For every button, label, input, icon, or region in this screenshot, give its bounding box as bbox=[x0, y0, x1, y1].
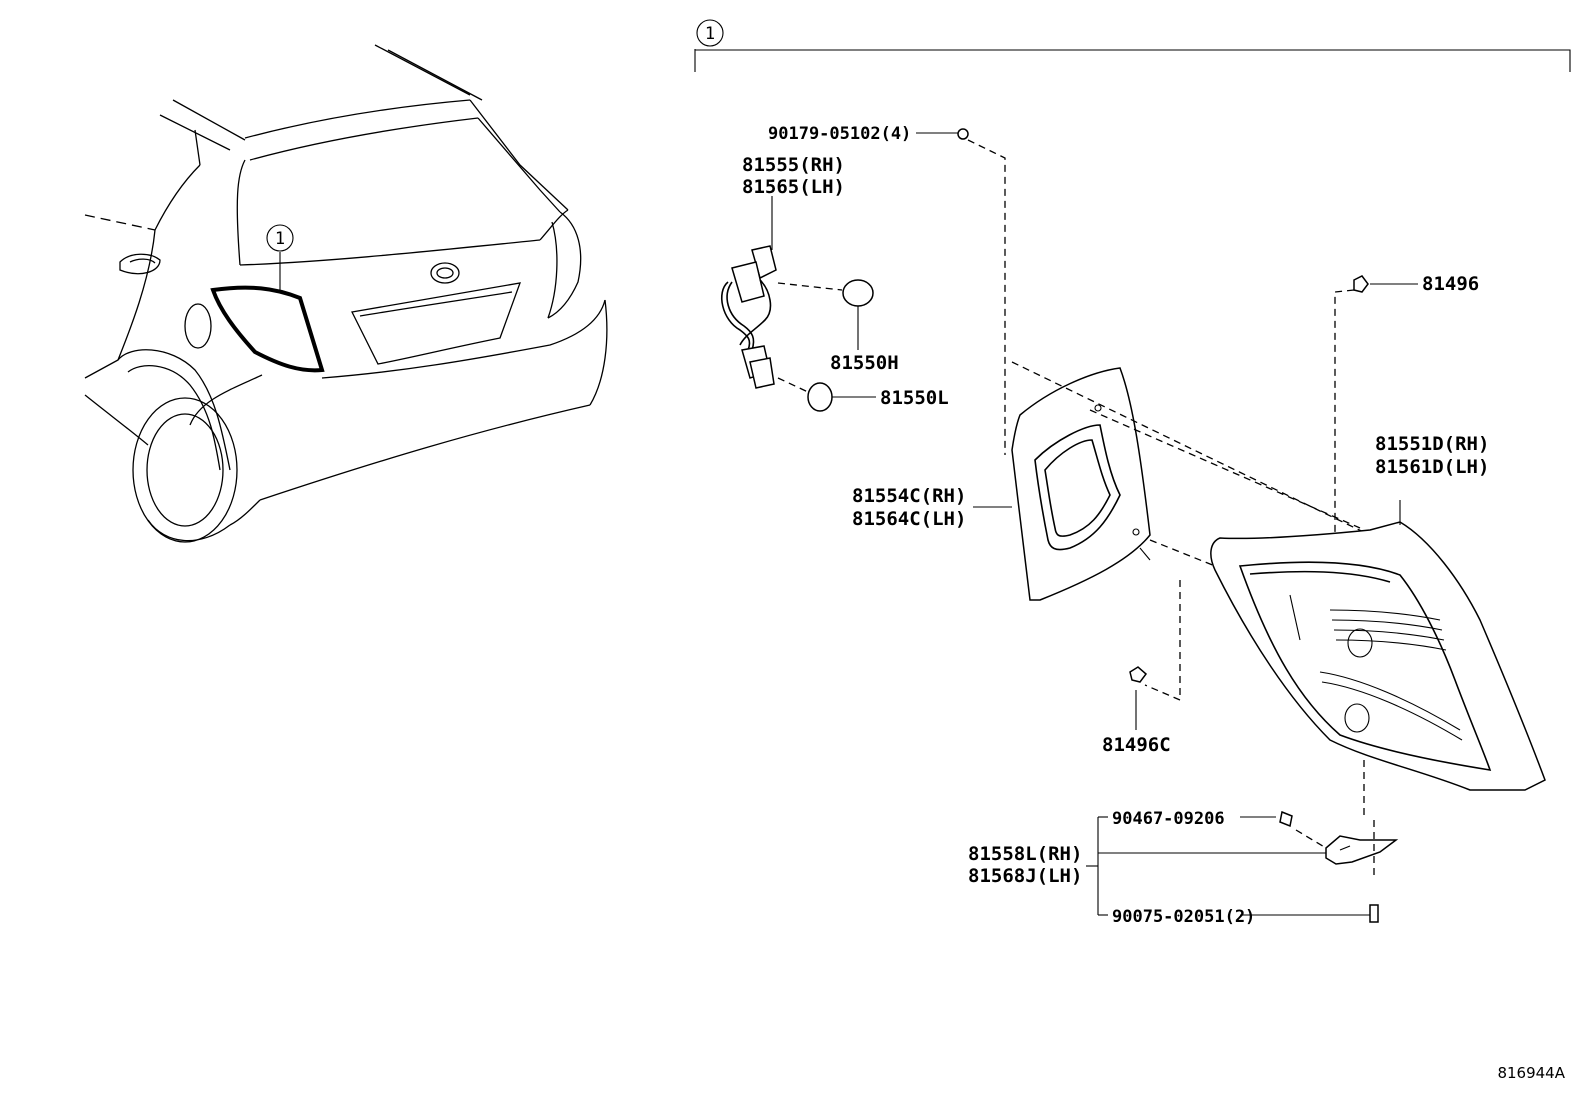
part-label-socket-rh: 81555(RH) bbox=[742, 154, 845, 176]
assembly-callout-number: 1 bbox=[705, 24, 715, 44]
car-illustration bbox=[84, 44, 608, 543]
part-label-bracket-rh: 81558L(RH) bbox=[968, 843, 1082, 865]
gasket-drawing bbox=[973, 361, 1401, 701]
screw-top-drawing bbox=[916, 128, 1006, 455]
part-label-lens-lh: 81561D(LH) bbox=[1375, 456, 1489, 478]
bracket-drawing bbox=[1086, 810, 1399, 923]
socket-wire-drawing bbox=[720, 196, 876, 412]
part-label-bulb-l: 81550L bbox=[880, 387, 949, 409]
part-label-clip-bottom: 81496C bbox=[1102, 734, 1171, 756]
lens-drawing bbox=[1210, 500, 1546, 820]
car-callout-number: 1 bbox=[275, 229, 285, 249]
reference-code: 816944A bbox=[1497, 1064, 1565, 1082]
clip-bottom-drawing bbox=[1129, 666, 1148, 730]
part-label-socket-lh: 81565(LH) bbox=[742, 176, 845, 198]
car-callout-circle bbox=[266, 224, 294, 252]
part-label-gasket-lh: 81564C(LH) bbox=[852, 508, 966, 530]
part-label-bulb-h: 81550H bbox=[830, 352, 899, 374]
part-label-screw-bottom: 90075-02051(2) bbox=[1112, 907, 1255, 927]
clip-top-drawing bbox=[1334, 275, 1418, 548]
part-label-bracket-lh: 81568J(LH) bbox=[968, 865, 1082, 887]
part-label-lens-rh: 81551D(RH) bbox=[1375, 433, 1489, 455]
assembly-callout-circle bbox=[696, 19, 724, 47]
part-label-clip-top: 81496 bbox=[1422, 273, 1479, 295]
part-label-nut: 90467-09206 bbox=[1112, 809, 1225, 829]
part-label-gasket-rh: 81554C(RH) bbox=[852, 485, 966, 507]
part-label-screw-top: 90179-05102(4) bbox=[768, 124, 911, 144]
assembly-bracket bbox=[694, 49, 1571, 72]
